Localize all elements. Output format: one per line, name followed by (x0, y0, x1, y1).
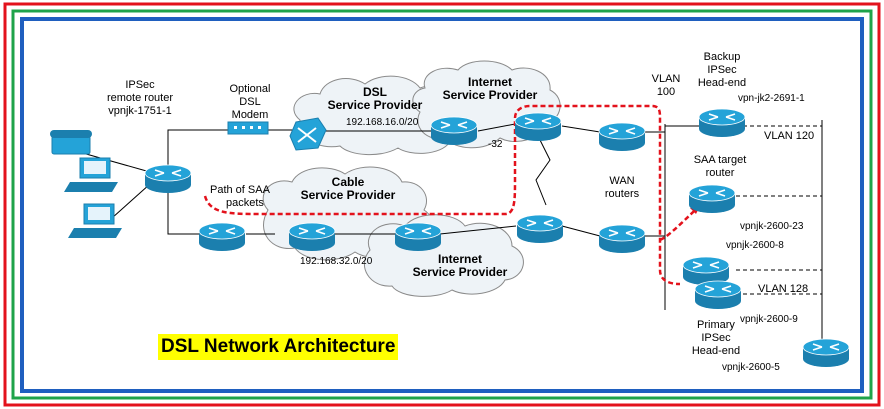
label-line: Modem (232, 109, 269, 121)
label-dsl-provider: DSL Service Provider (328, 85, 423, 112)
label-vpn-jk2: vpn-jk2-2691-1 (738, 93, 805, 104)
router-cable-access[interactable] (198, 222, 246, 252)
label-vpnjk-2600-8: vpnjk-2600-8 (726, 240, 784, 251)
label-net-192-32: 192.168.32.0/20 (300, 256, 373, 267)
label-line: Service Provider (328, 98, 423, 112)
label-vpnjk-2600-23: vpnjk-2600-23 (740, 221, 804, 232)
dsl-modem-icon[interactable] (227, 121, 269, 135)
dsl-switch-icon[interactable] (289, 117, 327, 151)
label-line: remote router (107, 92, 173, 104)
label-line: Primary (697, 319, 735, 331)
router-cable-provider[interactable] (288, 222, 336, 252)
label-line: IPSec (707, 64, 737, 76)
label-saa-target: SAA target router (694, 154, 747, 179)
router-wan-top[interactable] (598, 122, 646, 152)
label-line: SAA target (694, 154, 747, 166)
label-vlan120: VLAN 120 (764, 130, 814, 142)
router-vpnjk-2600-5[interactable] (802, 338, 850, 368)
router-backup-headend[interactable] (698, 108, 746, 138)
label-line: IPSec (701, 332, 731, 344)
label-line: Head-end (692, 345, 740, 357)
label-line: router (706, 167, 735, 179)
label-line: Head-end (698, 77, 746, 89)
label-line: vpnjk-1751-1 (108, 105, 172, 117)
label-line: Service Provider (443, 88, 538, 102)
label-internet-bottom: Internet Service Provider (413, 252, 508, 279)
label-line: Path of SAA (210, 184, 271, 196)
label-primary-headend: Primary IPSec Head-end (692, 319, 740, 357)
label-optional-dsl: Optional DSL Modem (230, 83, 271, 121)
router-ipsec-remote[interactable] (144, 164, 192, 194)
label-line: DSL (239, 96, 260, 108)
label-line: Service Provider (301, 188, 396, 202)
label-line: Internet (468, 75, 512, 89)
label-line: routers (605, 188, 640, 200)
router-cable-internet[interactable] (394, 222, 442, 252)
label-line: Optional (230, 83, 271, 95)
label-line: Cable (332, 175, 365, 189)
label-line: VLAN (652, 73, 681, 85)
router-dsl-internet[interactable] (430, 116, 478, 146)
diagram-caption: DSL Network Architecture (158, 334, 399, 360)
label-line: 100 (657, 86, 675, 98)
phone-icon[interactable] (50, 130, 92, 155)
router-primary-headend[interactable] (694, 280, 742, 310)
label-line: Internet (438, 252, 482, 266)
label-line: WAN (609, 175, 634, 187)
label-ipsec-remote: IPSec remote router vpnjk-1751-1 (107, 79, 173, 117)
label-line: packets (226, 197, 264, 209)
router-saa-target[interactable] (688, 184, 736, 214)
laptop-icon[interactable] (68, 203, 122, 238)
label-backup-headend: Backup IPSec Head-end (698, 51, 746, 89)
router-top-core[interactable] (514, 112, 562, 142)
label-path-saa: Path of SAA packets (210, 184, 271, 209)
label-line: DSL (363, 85, 387, 99)
computer-icon[interactable] (64, 157, 118, 192)
router-wan-bottom[interactable] (598, 224, 646, 254)
label-vpnjk-2600-5: vpnjk-2600-5 (722, 362, 780, 373)
label-line: IPSec (125, 79, 155, 91)
label-line: Backup (704, 51, 741, 63)
router-bottom-core[interactable] (516, 214, 564, 244)
outer-frame (3, 2, 881, 407)
label-vpnjk-2600-9: vpnjk-2600-9 (740, 314, 798, 325)
label-internet-top: Internet Service Provider (443, 75, 538, 102)
label-net-192-16: 192.168.16.0/20 (346, 117, 419, 128)
label-vlan128: VLAN 128 (758, 283, 808, 295)
label-vlan100: VLAN 100 (652, 73, 681, 98)
label-minus-32: -32 (488, 139, 503, 150)
label-wan-routers: WAN routers (605, 175, 640, 200)
label-line: Service Provider (413, 265, 508, 279)
label-cable-provider: Cable Service Provider (301, 175, 396, 202)
